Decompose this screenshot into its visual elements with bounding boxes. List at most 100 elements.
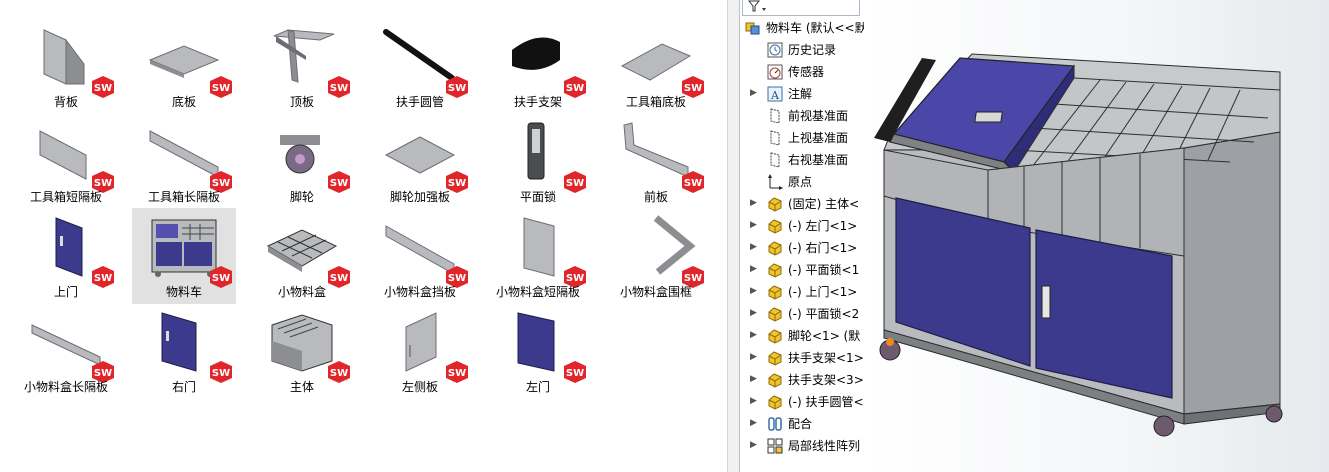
solidworks-file-icon: SW (446, 361, 468, 383)
file-item[interactable]: SW 扶手圆管 (368, 18, 472, 114)
expand-arrow-icon[interactable]: ▶ (750, 198, 757, 208)
tree-node[interactable]: ▶ 扶手支架<3> (740, 369, 864, 391)
file-item[interactable]: SW 底板 (132, 18, 236, 114)
expand-arrow-icon[interactable]: ▶ (750, 308, 757, 318)
tree-node[interactable]: 历史记录 (740, 39, 864, 61)
file-item-label: 右门 (171, 380, 196, 394)
tree-node[interactable]: 传感器 (740, 61, 864, 83)
part-icon (766, 327, 784, 345)
file-item[interactable]: SW 小物料盒 (250, 208, 354, 304)
file-item[interactable]: SW 物料车 (132, 208, 236, 304)
tree-node[interactable]: 物料车 (默认<<默 (740, 17, 864, 39)
tree-node[interactable]: ▶ (-) 上门<1> (740, 281, 864, 303)
tree-node[interactable]: ▶ 局部线性阵列 (740, 435, 864, 457)
pattern-icon (766, 437, 784, 455)
file-item[interactable]: SW 扶手支架 (486, 18, 590, 114)
file-item[interactable]: SW 左门 (486, 303, 590, 399)
solidworks-file-icon: SW (446, 76, 468, 98)
main-body-part-icon (262, 305, 342, 377)
expand-arrow-icon[interactable]: ▶ (750, 242, 757, 252)
tree-node[interactable]: ▶ 脚轮<1> (默 (740, 325, 864, 347)
tree-node-label: 上视基准面 (788, 131, 849, 145)
tree-node[interactable]: ▶ (-) 扶手圆管< (740, 391, 864, 413)
plane-icon (766, 129, 784, 147)
tree-node[interactable]: ▶ (固定) 主体< (740, 193, 864, 215)
annotation-icon: A (766, 85, 784, 103)
tree-node[interactable]: 右视基准面 (740, 149, 864, 171)
file-item[interactable]: SW 右门 (132, 303, 236, 399)
svg-text:SW: SW (566, 83, 584, 94)
file-item[interactable]: SW 小物料盒长隔板 (14, 303, 118, 399)
svg-text:SW: SW (212, 368, 230, 379)
tree-node-label: (-) 右门<1> (788, 241, 858, 255)
tree-node[interactable]: ▶ A 注解 (740, 83, 864, 105)
expand-arrow-icon[interactable]: ▶ (750, 220, 757, 230)
pane-splitter[interactable] (727, 0, 740, 472)
tree-node[interactable]: 原点 (740, 171, 864, 193)
tree-node[interactable]: ▶ (-) 左门<1> (740, 215, 864, 237)
tree-node[interactable]: 前视基准面 (740, 105, 864, 127)
solidworks-file-icon: SW (92, 76, 114, 98)
tree-node-label: 历史记录 (788, 43, 837, 57)
svg-text:SW: SW (448, 83, 466, 94)
file-item-label: 小物料盒围框 (619, 285, 692, 299)
file-explorer-thumbnails: SW 背板 SW 底板 SW 顶板 SW 扶手圆管 SW 扶手支架 SW 工具箱… (14, 18, 708, 399)
expand-arrow-icon[interactable]: ▶ (750, 286, 757, 296)
caster-part-icon (262, 115, 342, 187)
tree-node-label: (-) 上门<1> (788, 285, 858, 299)
tree-node[interactable]: ▶ (-) 平面锁<1 (740, 259, 864, 281)
expand-arrow-icon[interactable]: ▶ (750, 264, 757, 274)
tree-filter-box[interactable] (742, 0, 860, 16)
part-icon (766, 393, 784, 411)
file-item[interactable]: SW 顶板 (250, 18, 354, 114)
expand-arrow-icon[interactable]: ▶ (750, 418, 757, 428)
file-item[interactable]: SW 工具箱底板 (604, 18, 708, 114)
tree-node-label: 原点 (788, 175, 813, 189)
expand-arrow-icon[interactable]: ▶ (750, 374, 757, 384)
tree-node-label: (-) 平面锁<2 (788, 307, 860, 321)
tree-node[interactable]: ▶ (-) 右门<1> (740, 237, 864, 259)
file-item-label: 工具箱短隔板 (29, 190, 102, 204)
tree-node-label: 注解 (788, 87, 813, 101)
file-item[interactable]: SW 工具箱短隔板 (14, 113, 118, 209)
file-item-label: 底板 (171, 95, 196, 109)
file-item[interactable]: SW 工具箱长隔板 (132, 113, 236, 209)
file-item[interactable]: SW 左侧板 (368, 303, 472, 399)
file-item-label: 小物料盒长隔板 (23, 380, 108, 394)
svg-text:SW: SW (212, 273, 230, 284)
expand-arrow-icon[interactable]: ▶ (750, 396, 757, 406)
bottom-plate-part-icon (144, 20, 224, 92)
filter-icon[interactable] (747, 0, 769, 16)
file-item[interactable]: SW 小物料盒短隔板 (486, 208, 590, 304)
tree-node[interactable]: ▶ 扶手支架<1> (740, 347, 864, 369)
box-short-divider-part-icon (498, 210, 578, 282)
file-item[interactable]: SW 上门 (14, 208, 118, 304)
file-item[interactable]: SW 脚轮 (250, 113, 354, 209)
file-item[interactable]: SW 小物料盒围框 (604, 208, 708, 304)
graphics-viewport[interactable] (864, 0, 1329, 472)
solidworks-file-icon: SW (564, 171, 586, 193)
solidworks-file-icon: SW (210, 76, 232, 98)
file-item[interactable]: SW 前板 (604, 113, 708, 209)
expand-arrow-icon[interactable]: ▶ (750, 88, 757, 98)
tree-node[interactable]: ▶ 配合 (740, 413, 864, 435)
tree-node[interactable]: 上视基准面 (740, 127, 864, 149)
svg-text:A: A (770, 89, 780, 102)
expand-arrow-icon[interactable]: ▶ (750, 440, 757, 450)
solidworks-file-icon: SW (446, 171, 468, 193)
file-item-label: 物料车 (165, 285, 202, 299)
file-item[interactable]: SW 背板 (14, 18, 118, 114)
file-item[interactable]: SW 平面锁 (486, 113, 590, 209)
tree-node[interactable]: ▶ (-) 平面锁<2 (740, 303, 864, 325)
expand-arrow-icon[interactable]: ▶ (750, 352, 757, 362)
material-cart-3d-model[interactable] (864, 0, 1329, 472)
file-item[interactable]: SW 小物料盒挡板 (368, 208, 472, 304)
solidworks-file-icon: SW (92, 171, 114, 193)
file-item-label: 上门 (53, 285, 78, 299)
file-item[interactable]: SW 脚轮加强板 (368, 113, 472, 209)
file-item[interactable]: SW 主体 (250, 303, 354, 399)
solidworks-file-icon: SW (210, 171, 232, 193)
expand-arrow-icon[interactable]: ▶ (750, 330, 757, 340)
mates-icon (766, 415, 784, 433)
tree-node-label: (-) 平面锁<1 (788, 263, 860, 277)
